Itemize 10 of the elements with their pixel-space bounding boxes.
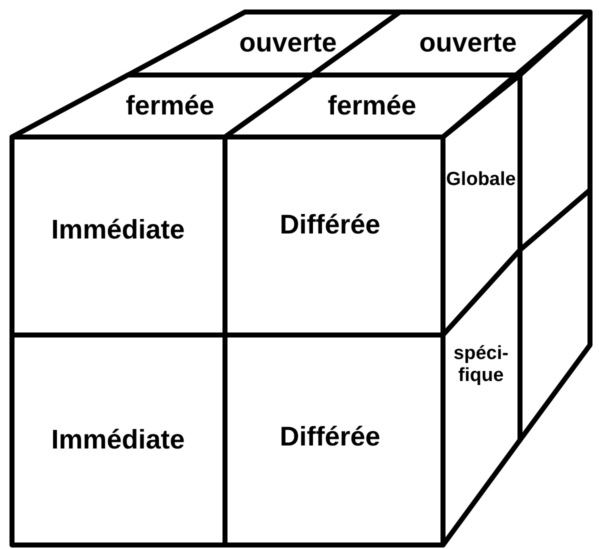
cell-label: Différée bbox=[280, 209, 380, 241]
cell-label: Globale bbox=[445, 169, 517, 191]
cell-label: Immédiate bbox=[51, 424, 185, 456]
cell-label: fermée bbox=[328, 90, 416, 122]
cell-label: Différée bbox=[280, 421, 380, 453]
cell-label: spéci- fique bbox=[452, 343, 510, 387]
cell-label: Immédiate bbox=[51, 214, 185, 246]
cell-label: ouverte bbox=[239, 27, 337, 59]
cell-label: ouverte bbox=[419, 27, 517, 59]
cell-label: fermée bbox=[126, 90, 214, 122]
